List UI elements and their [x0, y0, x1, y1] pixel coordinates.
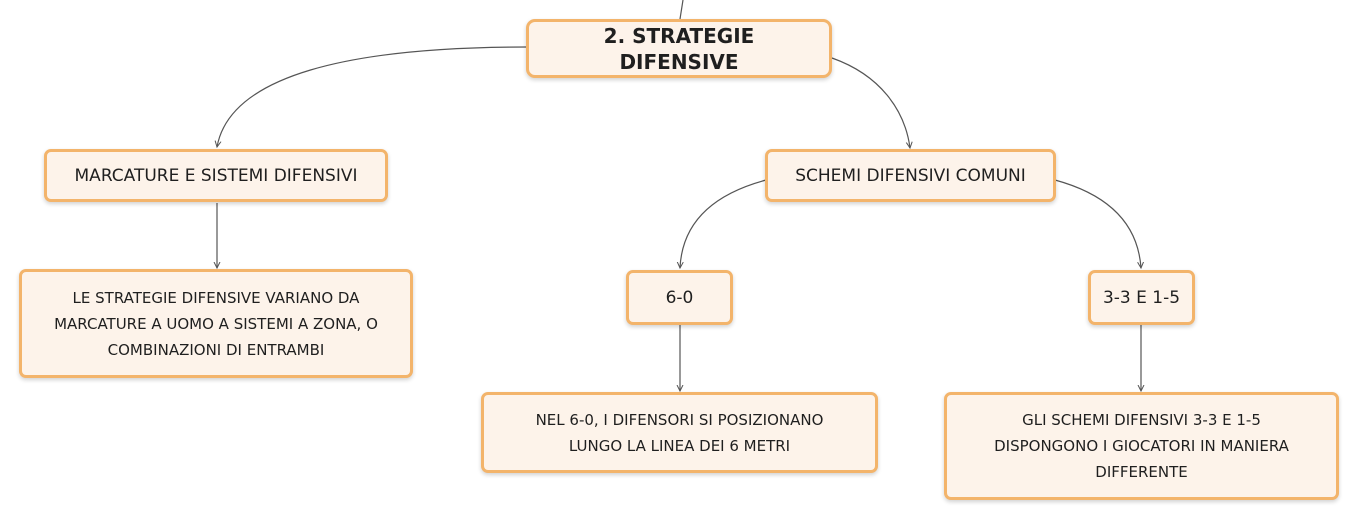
- node-label: LE STRATEGIE DIFENSIVE VARIANO DA MARCAT…: [54, 288, 378, 359]
- node-label: SCHEMI DIFENSIVI COMUNI: [795, 165, 1026, 186]
- node-marcature-sistemi[interactable]: MARCATURE E SISTEMI DIFENSIVI: [44, 149, 388, 202]
- edge-schemi-sei-zero: [680, 179, 767, 268]
- node-tre-tre-detail[interactable]: GLI SCHEMI DIFENSIVI 3-3 E 1-5 DISPONGON…: [944, 392, 1339, 500]
- edge-root-schemi: [831, 57, 910, 148]
- node-sei-zero-detail[interactable]: NEL 6-0, I DIFENSORI SI POSIZIONANO LUNG…: [481, 392, 878, 473]
- node-label: MARCATURE E SISTEMI DIFENSIVI: [74, 165, 358, 186]
- node-label: 2. STRATEGIE DIFENSIVE: [603, 23, 755, 74]
- node-label: NEL 6-0, I DIFENSORI SI POSIZIONANO LUNG…: [535, 410, 824, 455]
- node-strategie-difensive[interactable]: 2. STRATEGIE DIFENSIVE: [526, 19, 832, 78]
- node-schemi-difensivi[interactable]: SCHEMI DIFENSIVI COMUNI: [765, 149, 1056, 202]
- node-label: 6-0: [665, 287, 694, 308]
- edge-incoming-root: [679, 0, 684, 20]
- node-marcature-detail[interactable]: LE STRATEGIE DIFENSIVE VARIANO DA MARCAT…: [19, 269, 413, 378]
- node-label: GLI SCHEMI DIFENSIVI 3-3 E 1-5 DISPONGON…: [994, 411, 1289, 481]
- node-sei-zero[interactable]: 6-0: [626, 270, 733, 325]
- node-tre-tre-uno-cinque[interactable]: 3-3 E 1-5: [1088, 270, 1195, 325]
- node-label: 3-3 E 1-5: [1102, 287, 1181, 308]
- edge-schemi-tre-tre: [1054, 179, 1141, 268]
- edge-root-marcature: [217, 46, 528, 147]
